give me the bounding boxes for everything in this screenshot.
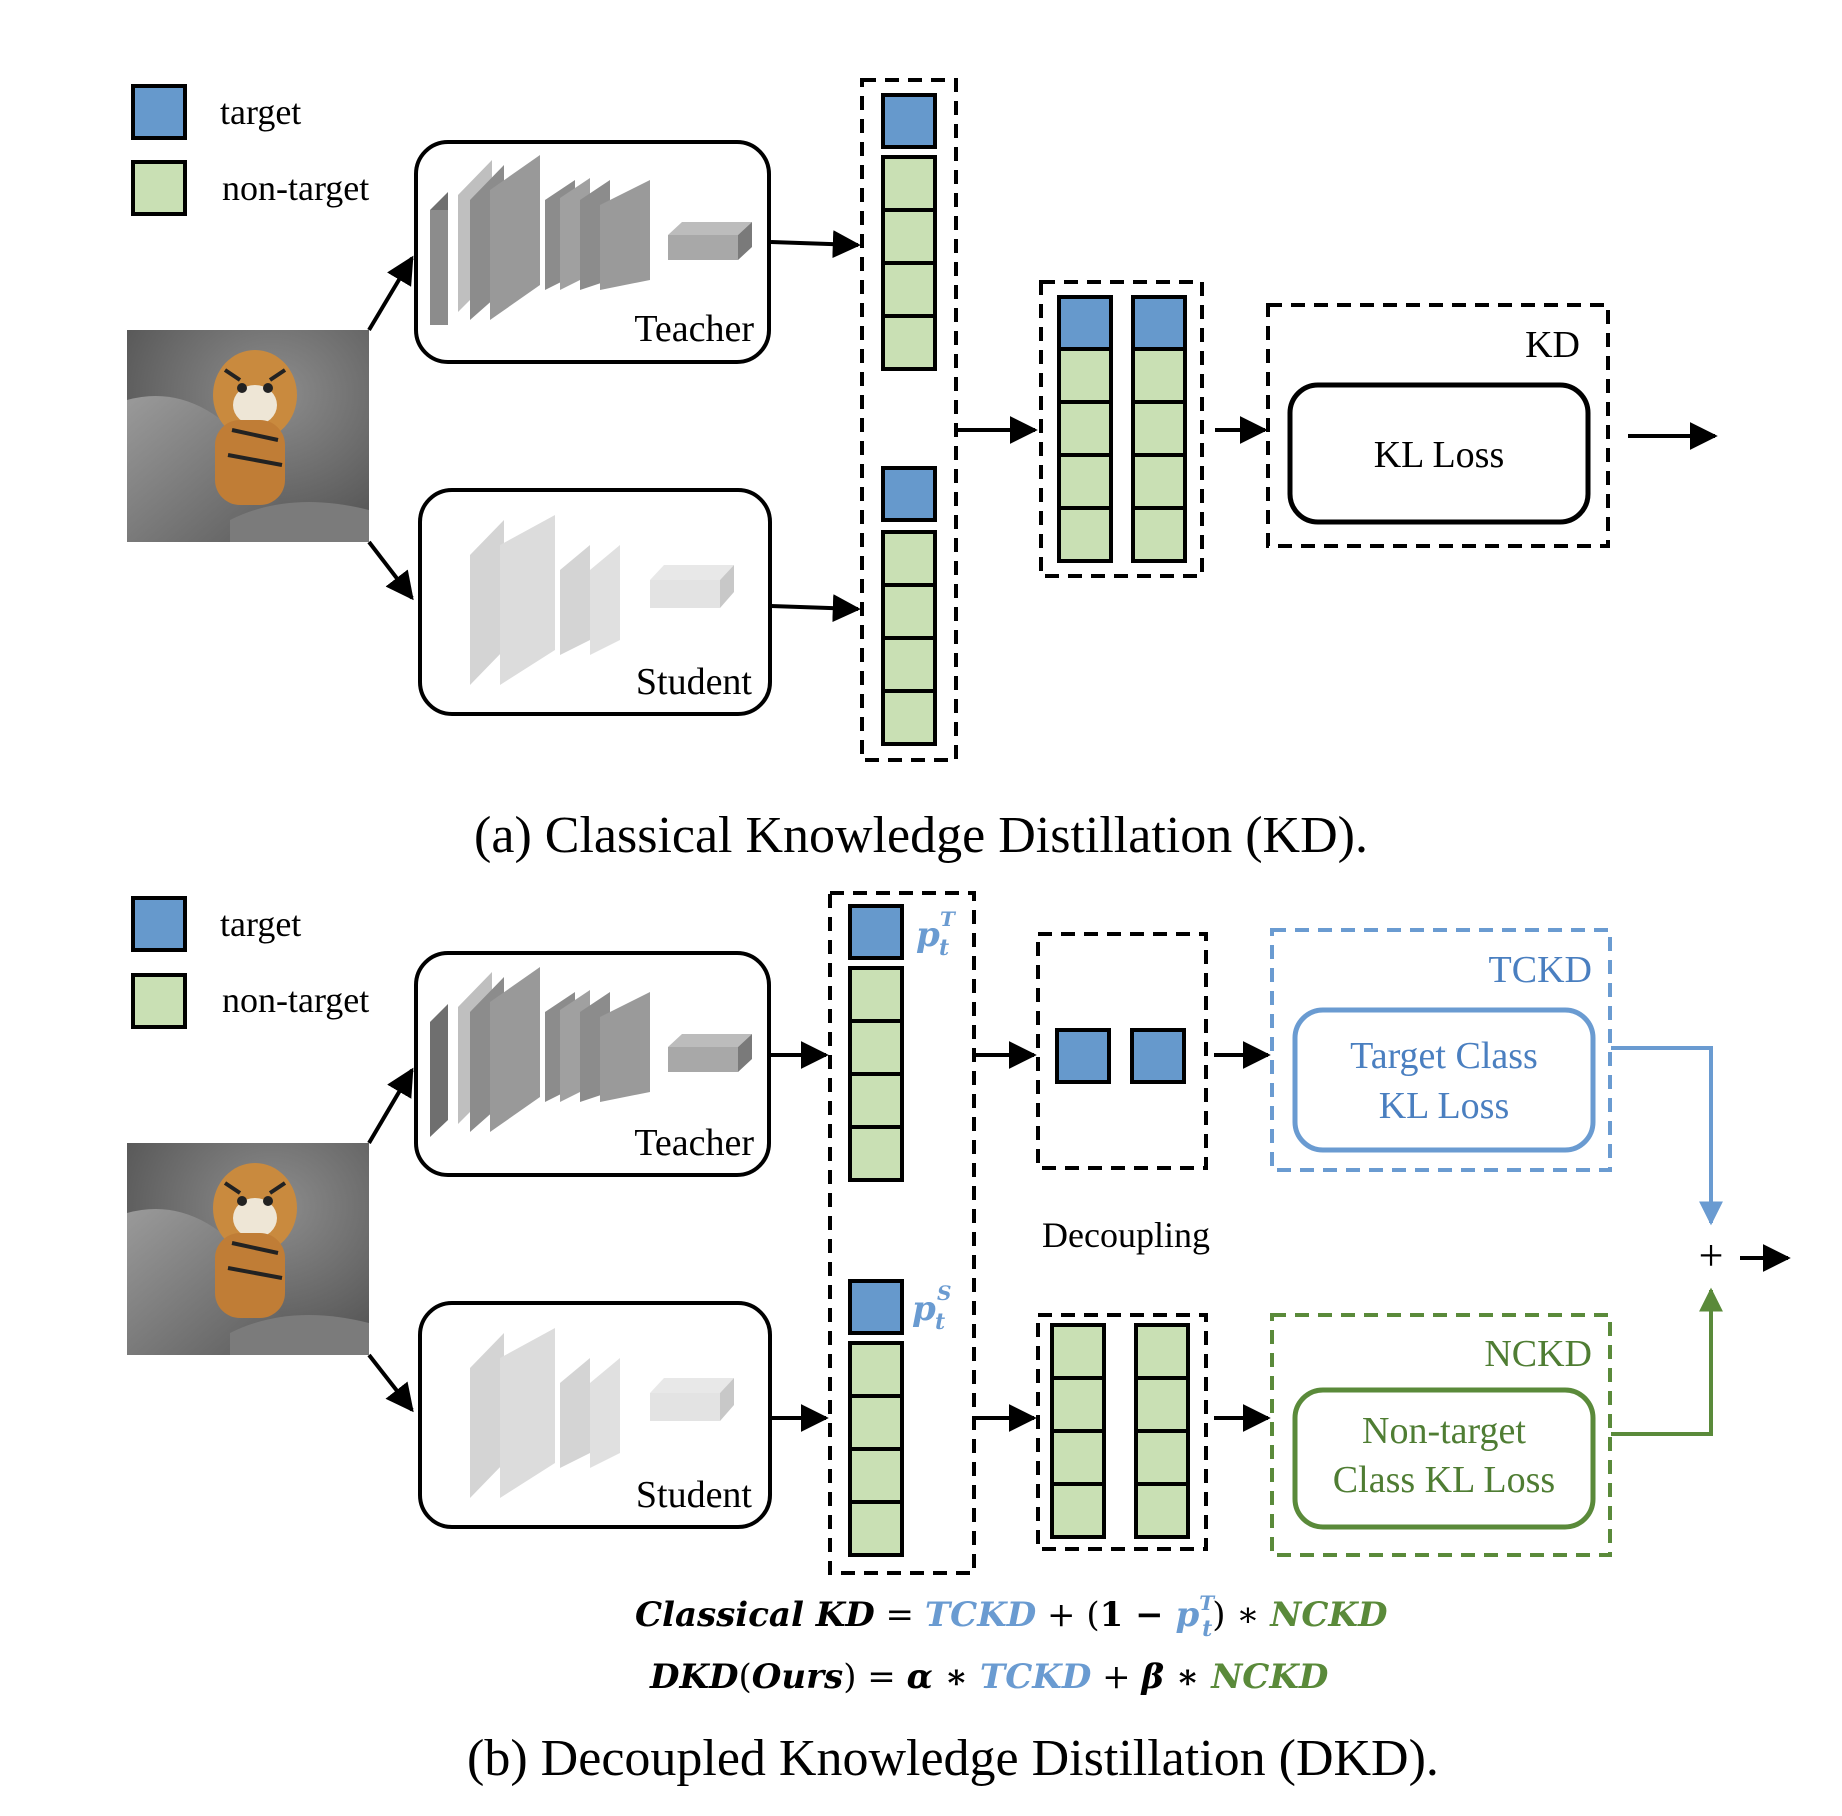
equation-dkd: DKD(Ours) = α ∗ TCKD + β ∗ NCKD xyxy=(649,1657,1329,1697)
teacher-layers-b xyxy=(430,967,752,1137)
pair-column-teacher-a xyxy=(1057,295,1113,563)
eq1-p-sup: T xyxy=(1199,1591,1216,1615)
teacher-model-b: Teacher xyxy=(414,951,771,1177)
logits-group-a xyxy=(860,78,958,762)
arrow-student-to-logits-a xyxy=(770,594,861,623)
student-layers-a xyxy=(470,515,734,685)
nckd-loss-box xyxy=(1292,1387,1596,1530)
tckd-group xyxy=(1270,928,1612,1172)
plus-sign: + xyxy=(1699,1231,1724,1280)
eq1-close: ) ∗ xyxy=(1212,1595,1270,1635)
teacher-model-a: Teacher xyxy=(414,140,771,364)
eq2-ours: Ours xyxy=(752,1657,843,1697)
target-pair-group xyxy=(1036,932,1208,1170)
eq2-tckd: TCKD xyxy=(980,1657,1092,1697)
legend-target-label: target xyxy=(220,92,301,132)
nontarget-pair-student xyxy=(1134,1323,1190,1539)
caption-b: (b) Decoupled Knowledge Distillation (DK… xyxy=(467,1730,1439,1787)
arrow-teacher-to-logits-a xyxy=(770,230,861,259)
prob-student-label: p S t xyxy=(912,1281,951,1335)
arrow-image-to-teacher-b xyxy=(367,1067,414,1145)
prob-student-sub: t xyxy=(935,1309,945,1335)
prob-student-sup: S xyxy=(937,1281,951,1305)
eq1-tckd: TCKD xyxy=(925,1595,1037,1635)
eq1-eq: = xyxy=(875,1595,925,1635)
prob-teacher-label: p T t xyxy=(916,907,957,961)
pair-column-student-a xyxy=(1131,295,1187,563)
legend-target-swatch xyxy=(131,84,187,140)
prob-student-p: p xyxy=(912,1289,936,1329)
teacher-label-a: Teacher xyxy=(634,308,754,350)
eq1-one: 1 − xyxy=(1100,1595,1176,1635)
nckd-box-line1: Non-target xyxy=(1362,1410,1526,1452)
prob-teacher-sup: T xyxy=(940,907,957,931)
teacher-logits-a xyxy=(881,93,937,371)
legend-target-swatch-b xyxy=(131,896,187,952)
teacher-layers-a xyxy=(430,155,752,325)
legend-target-label-b: target xyxy=(220,904,301,944)
eq2-paren1: ( xyxy=(739,1657,752,1697)
legend-non-target-swatch xyxy=(131,160,187,216)
kl-loss-box-a xyxy=(1287,382,1591,525)
arrow-image-to-student-b xyxy=(367,1353,414,1413)
student-label-b: Student xyxy=(636,1474,753,1516)
eq2-beta: β ∗ xyxy=(1139,1657,1211,1697)
eq1-nckd: NCKD xyxy=(1269,1595,1388,1635)
panel-a: target non-target xyxy=(127,78,1718,864)
teacher-label-b: Teacher xyxy=(634,1122,754,1164)
eq2-eq: = xyxy=(856,1657,906,1697)
target-pair-student xyxy=(1130,1028,1186,1084)
student-logits-a xyxy=(881,466,937,746)
kd-group-a xyxy=(1266,303,1610,548)
kd-label-a: KD xyxy=(1525,324,1580,366)
eq1-p: p xyxy=(1175,1595,1199,1635)
nckd-group xyxy=(1270,1313,1612,1557)
eq2-lhs: DKD xyxy=(649,1657,739,1697)
tiger-image-a xyxy=(127,330,369,542)
legend-b: target non-target xyxy=(131,896,369,1029)
logits-pair-a xyxy=(1039,280,1204,578)
arrow-nckd-to-sum xyxy=(1611,1287,1723,1436)
prob-teacher-p: p xyxy=(916,915,940,955)
teacher-logits-b xyxy=(848,904,904,1182)
student-model-b: Student xyxy=(418,1301,772,1529)
student-layers-b xyxy=(470,1328,734,1498)
panel-b: target non-target xyxy=(127,891,1791,1787)
kl-loss-label-a: KL Loss xyxy=(1374,434,1505,476)
arrow-tckd-to-sum xyxy=(1611,1046,1723,1226)
arrow-image-to-student-a xyxy=(367,540,414,601)
eq2-paren2: ) xyxy=(843,1657,856,1697)
tckd-box-line1: Target Class xyxy=(1350,1035,1538,1077)
caption-a: (a) Classical Knowledge Distillation (KD… xyxy=(474,807,1368,864)
legend-non-target-label: non-target xyxy=(222,168,369,208)
legend-a: target non-target xyxy=(131,84,369,216)
prob-teacher-sub: t xyxy=(939,935,949,961)
decoupling-label: Decoupling xyxy=(1042,1215,1210,1255)
target-pair-teacher xyxy=(1055,1028,1111,1084)
tckd-box-line2: KL Loss xyxy=(1379,1085,1510,1127)
eq2-plus: + xyxy=(1091,1657,1141,1697)
student-model-a: Student xyxy=(418,488,772,716)
eq1-plus: + ( xyxy=(1036,1595,1099,1635)
tckd-label: TCKD xyxy=(1489,949,1592,991)
nontarget-pair-teacher xyxy=(1050,1323,1106,1539)
eq1-lhs: Classical KD xyxy=(635,1595,875,1635)
eq2-nckd: NCKD xyxy=(1210,1657,1329,1697)
nckd-box-line2: Class KL Loss xyxy=(1333,1459,1555,1501)
eq2-alpha: α ∗ xyxy=(907,1657,980,1697)
legend-non-target-swatch-b xyxy=(131,973,187,1029)
tiger-image-b xyxy=(127,1143,369,1355)
tckd-loss-box xyxy=(1292,1007,1596,1153)
nontarget-pair-group xyxy=(1036,1313,1208,1551)
legend-non-target-label-b: non-target xyxy=(222,980,369,1020)
student-label-a: Student xyxy=(636,661,753,703)
student-logits-b xyxy=(848,1279,904,1557)
logits-group-b xyxy=(828,891,976,1575)
eq1-p-sub: t xyxy=(1202,1616,1212,1642)
arrow-image-to-teacher-a xyxy=(367,255,414,332)
nckd-label: NCKD xyxy=(1484,1333,1592,1375)
